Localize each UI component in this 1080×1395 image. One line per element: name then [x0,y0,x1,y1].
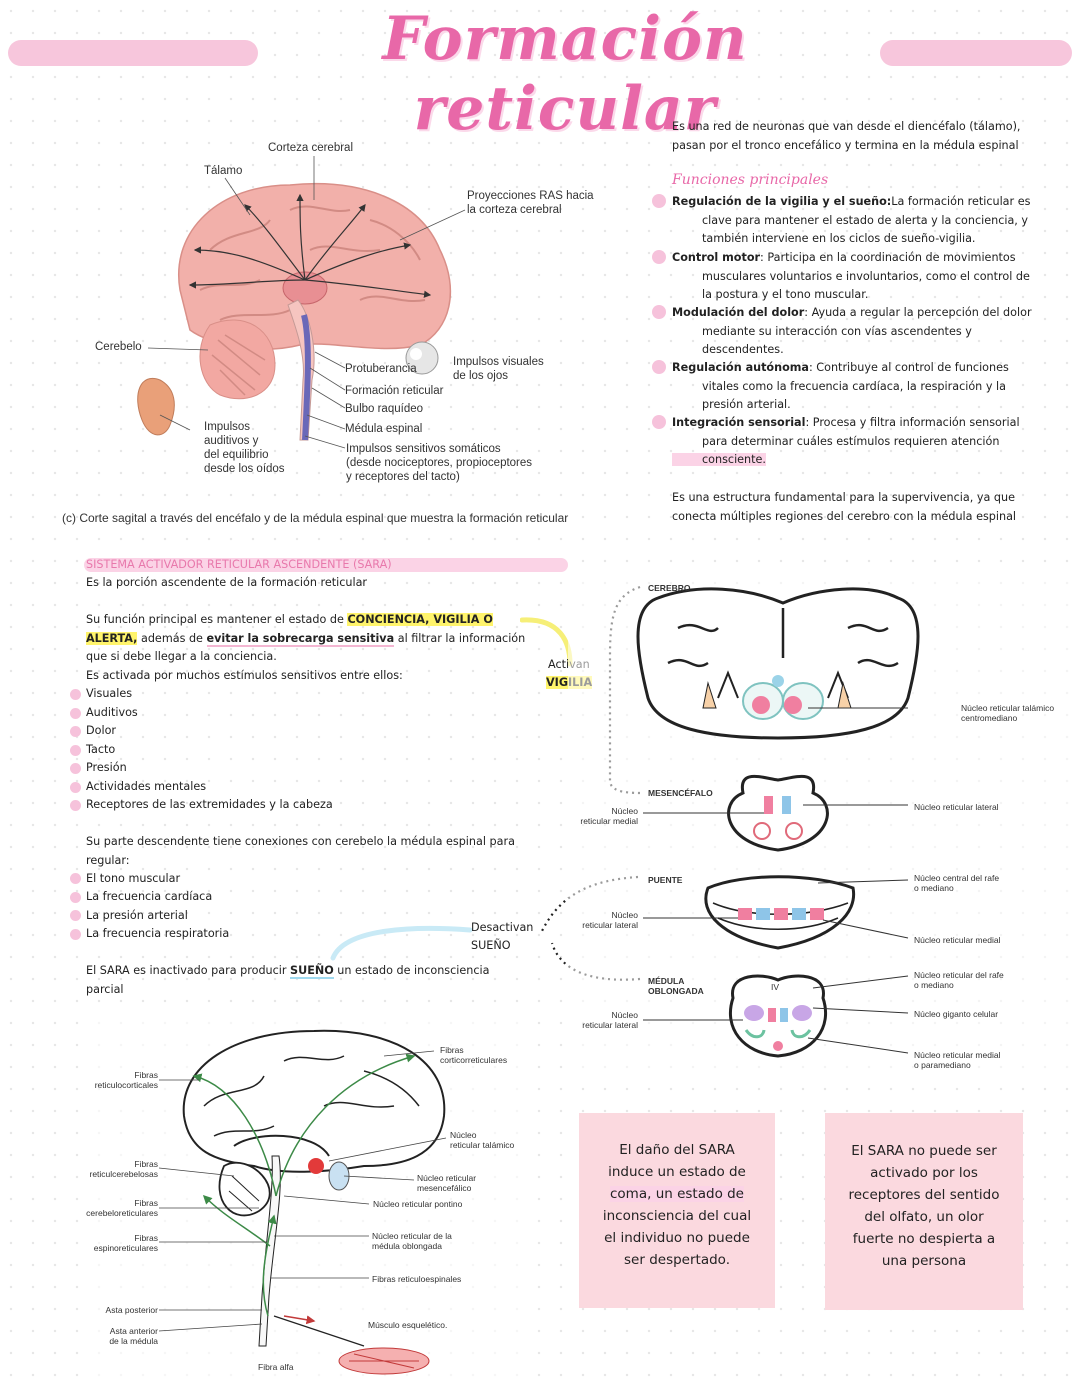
function-bullet [652,194,666,208]
section-cerebro: CEREBRO [648,583,691,593]
stimulus-item: Receptores de las extremidades y la cabe… [86,798,333,811]
right-label: Núcleo central del rafe o mediano [914,873,1000,893]
section-puente: PUENTE [648,875,683,885]
stimulus-item: Actividades mentales [86,780,207,793]
pathway-left-label: Fibra alfa [258,1362,294,1372]
pathway-right-label: Núcleo reticular pontino [373,1199,463,1209]
function-item: Regulación autónoma: Contribuye al contr… [672,361,1009,412]
section-medula-oblongada: MÉDULA OBLONGADA [648,976,704,996]
label-cerebelo: Cerebelo [95,341,142,353]
label-medula: Médula espinal [345,423,423,435]
sueno-label: SUEÑO [471,939,511,952]
pathway-left-label: Fibras cerebeloreticulares [86,1198,158,1218]
sara-heading: SISTEMA ACTIVADOR RETICULAR ASCENDENTE (… [86,558,392,571]
label-formacion: Formación reticular [345,385,444,397]
right-label: Núcleo giganto celular [914,1009,999,1019]
intro-text: Es una red de neuronas que van desde el … [672,120,1021,152]
label-proyecciones: Proyecciones RAS hacia la corteza cerebr… [467,190,594,216]
pathway-left-label: Fibras reticulcerebelosas [89,1159,158,1179]
functions-title: Funciones principales [672,172,829,188]
label-talamo: Tálamo [204,165,243,177]
function-bullet [652,250,666,264]
label-iv: IV [771,982,780,992]
title-bar-left [8,40,258,66]
sara-damage-text: El daño del SARA induce un estado de com… [602,1142,752,1268]
desactivan-bracket [330,925,473,961]
page-title: Formación reticular [382,4,748,144]
stimulus-item: Visuales [86,687,133,700]
section-mesencefalo: MESENCÉFALO [648,788,713,798]
label-impulsos-visuales: Impulsos visuales de los ojos [453,356,544,382]
pathway-left-label: Fibras reticulocorticales [94,1070,158,1090]
right-label: Núcleo reticular medial o paramediano [914,1050,1001,1070]
right-label: Núcleo reticular talámico centromediano [961,703,1055,723]
pathway-right-label: Núcleo reticular talámico [450,1130,515,1150]
pathway-right-label: Núcleo reticular de la médula oblongada [372,1231,452,1251]
label-impulsos-sensitivos: Impulsos sensitivos somáticos (desde noc… [346,443,533,483]
sara-damage-box [579,1113,775,1308]
stimulus-item: Auditivos [86,706,138,719]
sara-line1: Es la porción ascendente de la formación… [86,576,368,589]
pathway-right-label: Núcleo reticular mesencefálico [417,1173,477,1193]
pathway-left-label: Asta anterior de la médula [109,1326,158,1346]
function-item: Modulación del dolor: Ayuda a regular la… [672,306,1032,357]
reticular-pathways-figure [84,1016,524,1386]
label-bulbo: Bulbo raquídeo [345,403,424,415]
closing-text: Es una estructura fundamental para la su… [672,491,1017,523]
sara-descending: Su parte descendente tiene conexiones co… [86,835,515,867]
title-bar-right [880,40,1072,66]
stimulus-item: Presión [86,761,127,774]
right-label: Núcleo reticular lateral [914,802,999,812]
regulates-item: La frecuencia cardíaca [86,890,213,903]
desactivan-label: Desactivan [471,921,534,934]
pathway-right-label: Músculo esquelético. [368,1320,448,1330]
brain-sections-figure [568,568,1068,1073]
pathway-left-label: Fibras espinoreticulares [93,1233,158,1253]
stimulus-item: Dolor [86,724,117,737]
left-label: Núcleo reticular lateral [582,1010,638,1030]
right-label: Núcleo reticular del rafe o mediano [914,970,1004,990]
regulates-item: El tono muscular [86,872,181,885]
function-bullet [652,415,666,429]
left-label: Núcleo reticular medial [580,806,638,826]
function-item: Integración sensorial: Procesa y filtra … [672,416,1020,467]
left-label: Núcleo reticular lateral [582,910,638,930]
regulates-item: La frecuencia respiratoria [86,927,230,940]
function-bullet [652,305,666,319]
pathway-left-label: Asta posterior [105,1305,158,1315]
pathway-right-label: Fibras corticorreticulares [440,1045,508,1065]
function-item: Control motor: Participa en la coordinac… [672,251,1030,302]
stimulus-item: Tacto [86,743,116,756]
sara-heading-bar [84,558,568,572]
right-label: Núcleo reticular medial [914,935,1001,945]
regulates-item: La presión arterial [86,909,188,922]
sara-olfato-box [825,1113,1023,1310]
sara-olfato-text: El SARA no puede ser activado por los re… [848,1143,1000,1269]
sara-inactivation: El SARA es inactivado para producir SUEÑ… [86,964,490,996]
sara-function: Su función principal es mantener el esta… [86,613,526,682]
label-impulsos-auditivos: Impulsos auditivos y del equilibrio desd… [204,421,285,475]
pathway-right-label: Fibras reticuloespinales [372,1274,462,1284]
label-protuberancia: Protuberancia [345,363,417,375]
function-item: Regulación de la vigilia y el sueño:La f… [672,195,1031,246]
function-bullet [652,360,666,374]
label-corteza: Corteza cerebral [268,142,354,154]
brain-sagittal-figure [137,156,466,449]
figure1-caption: (c) Corte sagital a través del encéfalo … [62,511,569,525]
